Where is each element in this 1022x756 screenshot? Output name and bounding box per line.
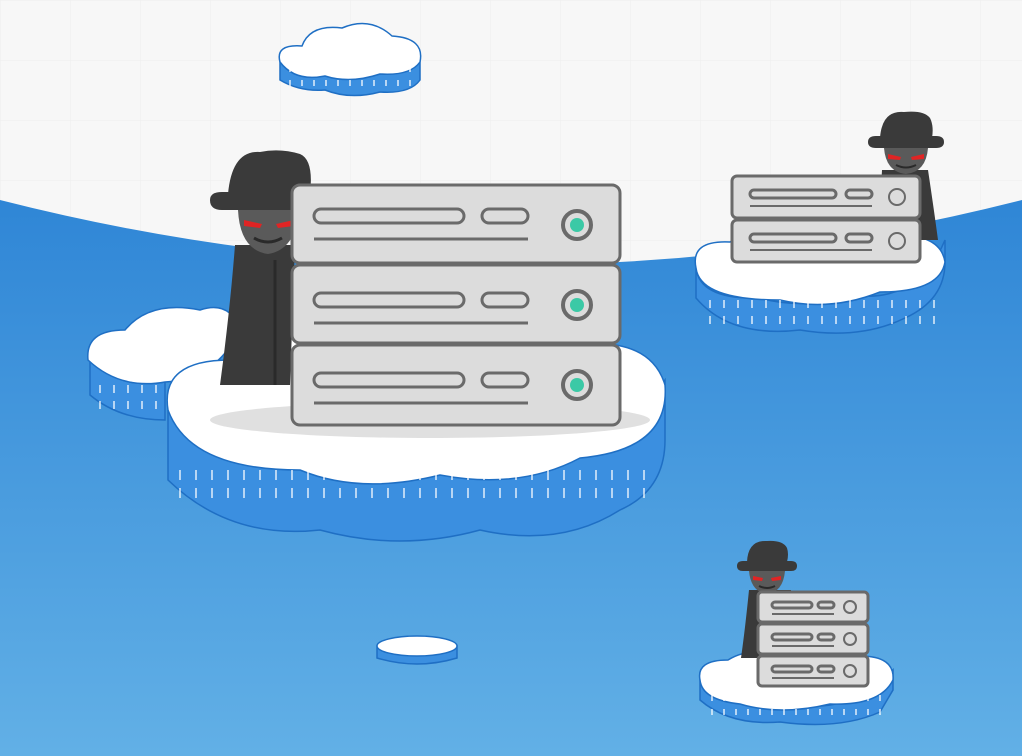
cloud-side-dashes — [99, 66, 935, 715]
cloud-icon — [376, 635, 458, 665]
server-unit — [290, 183, 622, 265]
server-unit — [730, 218, 922, 264]
server-unit — [756, 622, 870, 656]
server-unit — [730, 174, 922, 220]
server-unit — [756, 590, 870, 624]
server-unit — [290, 343, 622, 427]
cloud-icon — [278, 22, 422, 97]
server-rack-icon — [756, 590, 870, 688]
server-rack-icon — [730, 174, 922, 264]
server-unit — [290, 263, 622, 345]
server-unit — [756, 654, 870, 688]
hacker-icon — [210, 150, 330, 385]
server-rack-icon — [290, 183, 622, 427]
